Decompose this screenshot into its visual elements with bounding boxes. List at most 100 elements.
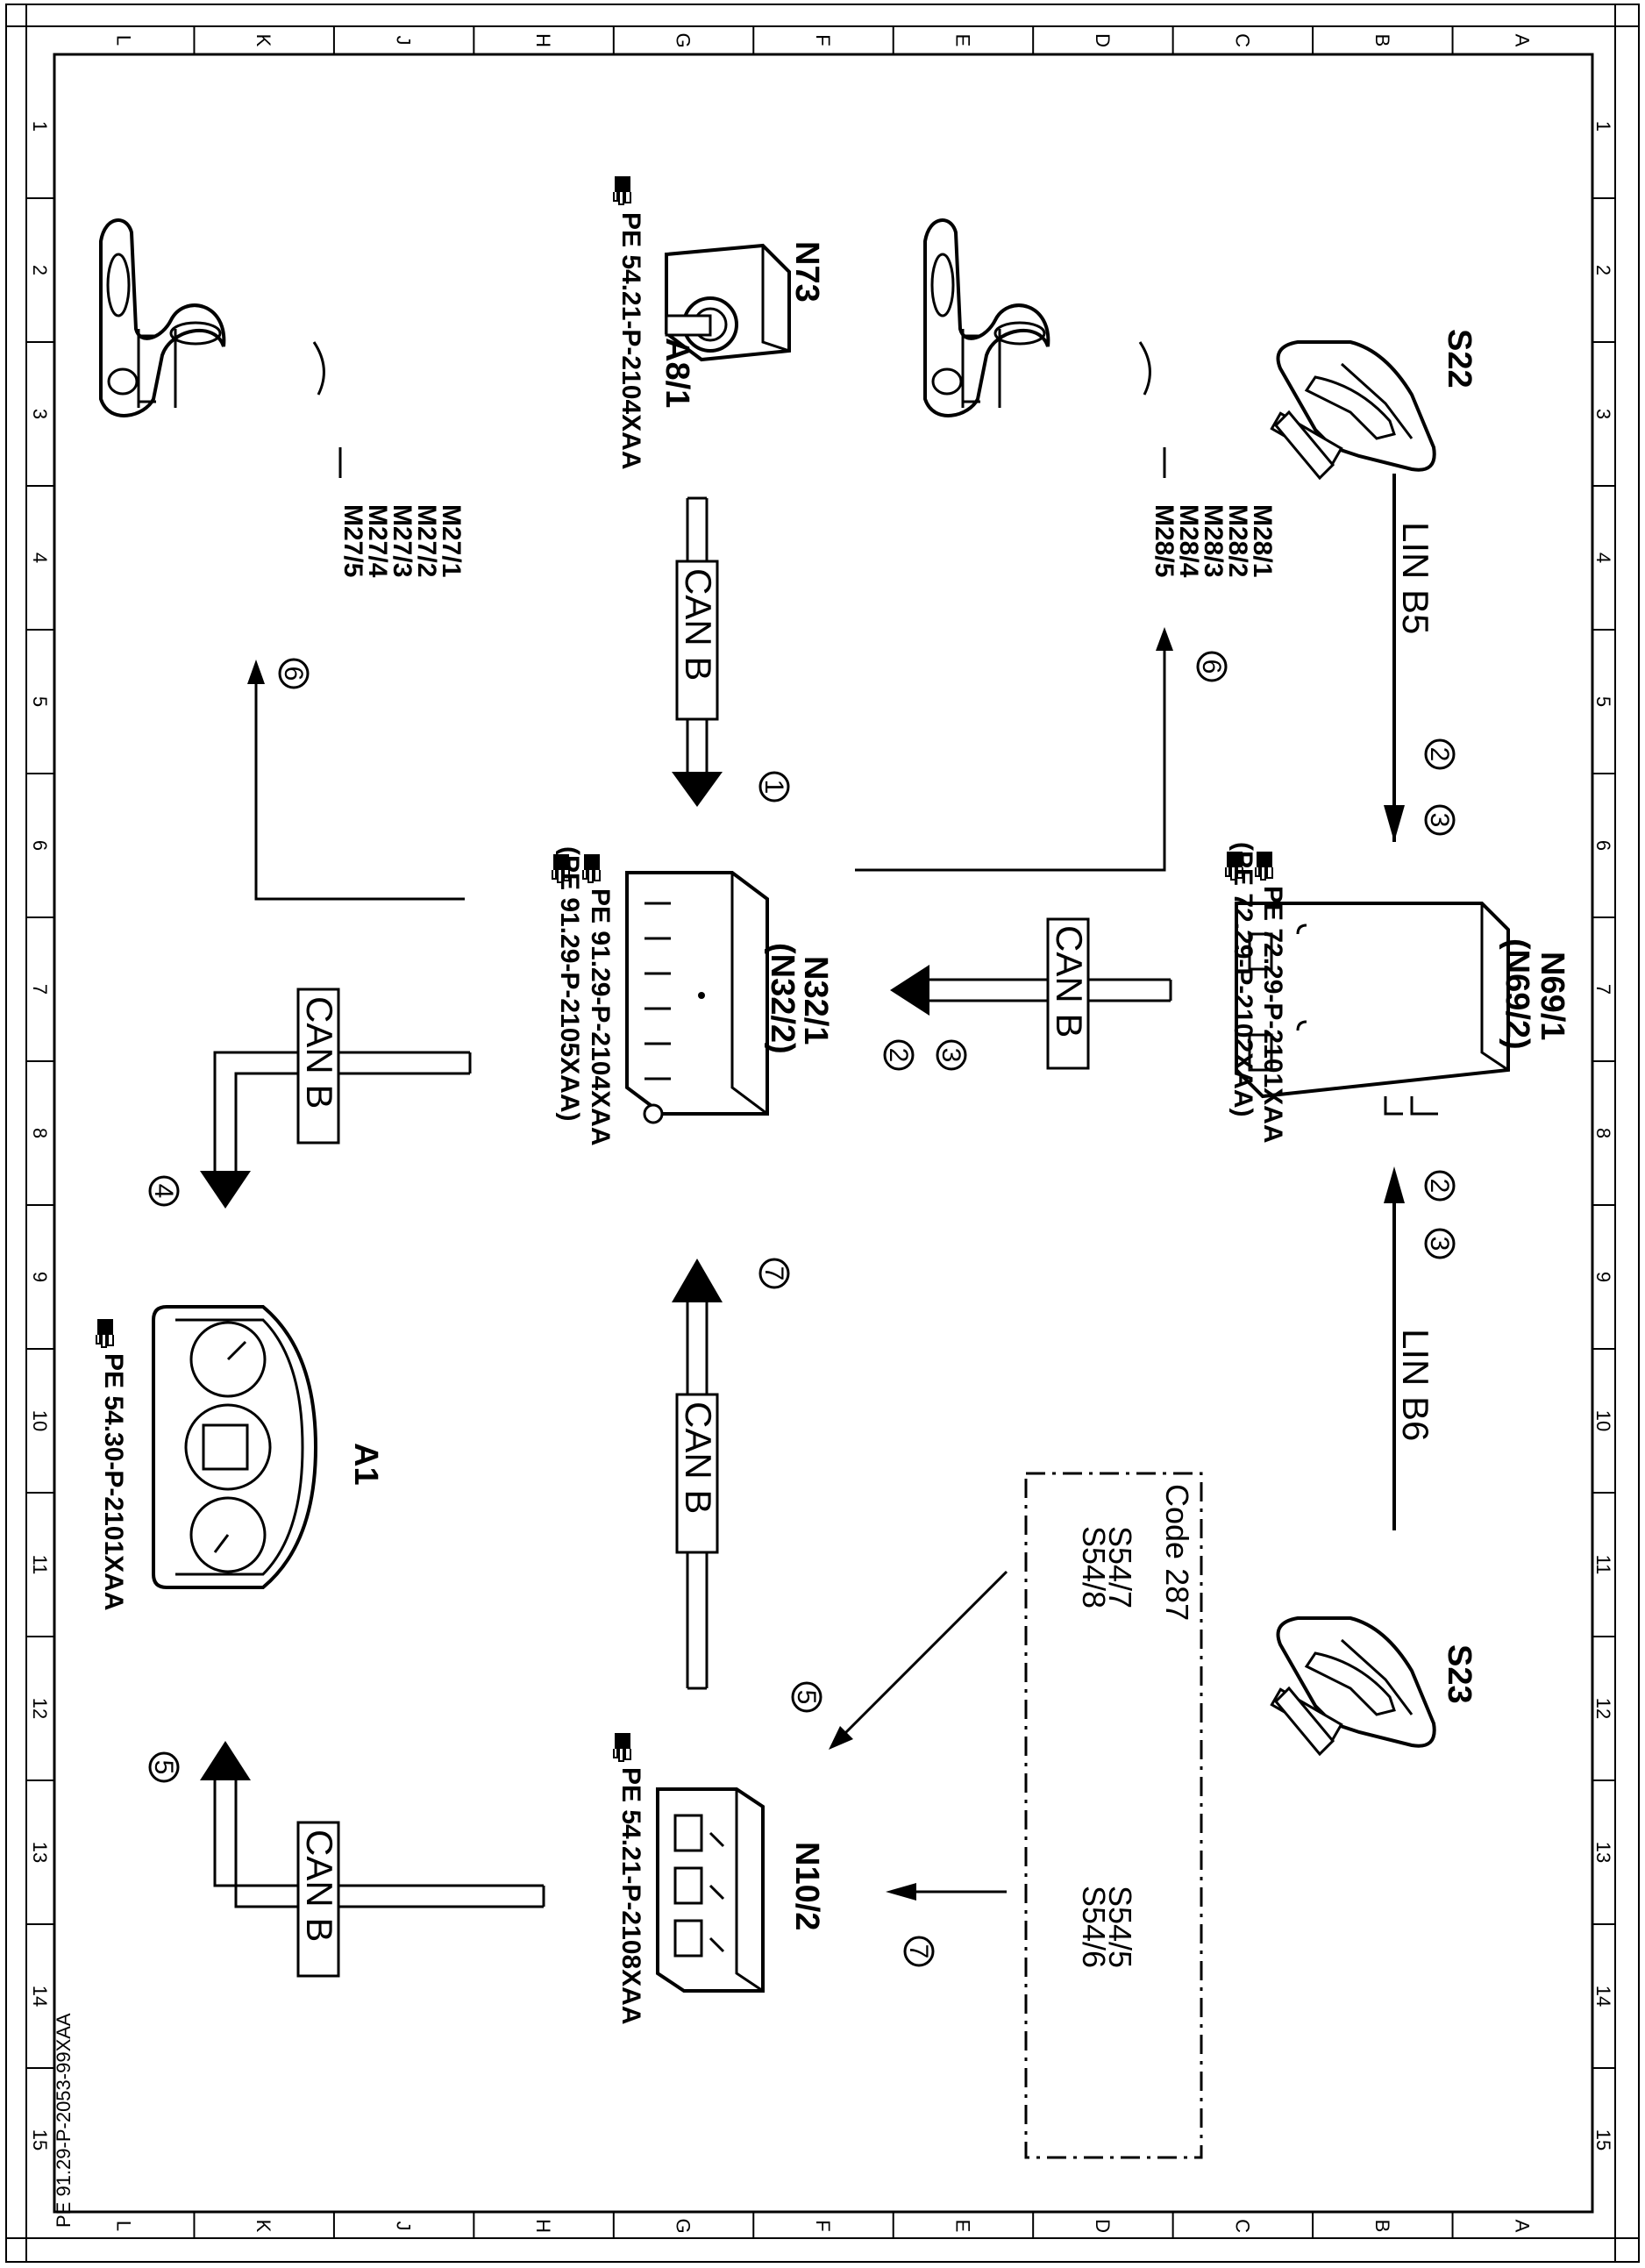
svg-text:N69/1: N69/1 xyxy=(1534,952,1570,1040)
can-b-label-n10-a1: CAN B xyxy=(299,1829,340,1942)
can-b-n10-n32: CAN B xyxy=(672,1259,723,1690)
svg-text:PE 72.29-P-2101XAA: PE 72.29-P-2101XAA xyxy=(1258,886,1287,1144)
svg-text:(PE 91.29-P-2105XAA): (PE 91.29-P-2105XAA) xyxy=(555,846,584,1121)
column-label: F xyxy=(812,34,834,46)
row-label: 15 xyxy=(29,2129,51,2150)
svg-text:(PE 72.29-P-2102XAA): (PE 72.29-P-2102XAA) xyxy=(1228,842,1257,1116)
row-label: 14 xyxy=(29,1986,51,2007)
can-b-label-a1: CAN B xyxy=(299,996,340,1109)
svg-text:(N32/2): (N32/2) xyxy=(764,943,801,1054)
a1-label: A1 xyxy=(347,1443,384,1486)
a8-label: A8/1 xyxy=(659,338,695,408)
can-b-top: CAN B xyxy=(672,496,723,807)
svg-text:M27/3: M27/3 xyxy=(388,504,417,577)
column-label: H xyxy=(532,33,554,47)
m28-labels: M28/1 M28/2 M28/3 M28/4 M28/5 xyxy=(1150,504,1277,578)
hand-pointer-icon xyxy=(96,1318,114,1348)
row-label: 4 xyxy=(1592,553,1614,563)
lin-b5-arrowhead xyxy=(1384,805,1405,842)
callout-6-m27: 6 xyxy=(278,658,310,689)
code-287-group2: S54/5 S54/6 xyxy=(1076,1886,1138,1968)
column-label: E xyxy=(951,34,973,47)
column-label: J xyxy=(393,36,415,46)
column-label: K xyxy=(253,34,274,47)
m28-feed-line xyxy=(855,645,1166,872)
svg-text:S54/6: S54/6 xyxy=(1076,1886,1112,1968)
svg-text:4: 4 xyxy=(149,1184,178,1199)
document-number: PE 91.29-P-2053-99XAA xyxy=(53,2013,75,2228)
row-label: 1 xyxy=(1592,121,1614,132)
row-label: 1 xyxy=(29,121,51,132)
svg-text:7: 7 xyxy=(759,1266,788,1281)
row-label: 2 xyxy=(1592,265,1614,275)
code-287-arrow-5 xyxy=(831,1570,1008,1747)
row-label: 13 xyxy=(29,1842,51,1863)
column-label: G xyxy=(673,32,694,47)
instrument-cluster-icon xyxy=(152,1305,318,1589)
row-label: 2 xyxy=(29,265,51,275)
svg-text:M28/2: M28/2 xyxy=(1223,504,1252,577)
can-b-label-n10: CAN B xyxy=(678,1401,719,1514)
seat-motor-icon xyxy=(923,218,1050,417)
svg-text:PE 91.29-P-2104XAA: PE 91.29-P-2104XAA xyxy=(586,888,615,1146)
column-label: J xyxy=(393,2222,415,2231)
svg-text:6: 6 xyxy=(279,667,308,681)
m27-motor-arrows xyxy=(137,329,342,478)
callout-1: 1 xyxy=(758,771,790,802)
m28-feed-arrowhead xyxy=(1156,627,1173,651)
column-label: E xyxy=(951,2220,973,2233)
row-label: 10 xyxy=(1592,1410,1614,1431)
n10-label: N10/2 xyxy=(788,1842,825,1930)
callout-2-lin-b6: 2 xyxy=(1424,1170,1456,1202)
svg-text:7: 7 xyxy=(904,1944,933,1959)
row-label: 11 xyxy=(1592,1555,1614,1575)
svg-text:M27/2: M27/2 xyxy=(412,504,441,577)
seat-motor-icon xyxy=(99,218,226,417)
column-label: L xyxy=(113,35,135,46)
svg-text:2: 2 xyxy=(884,1048,913,1063)
can-b-n69-n32: CAN B xyxy=(890,917,1172,1070)
callout-6-m28: 6 xyxy=(1196,651,1228,682)
hand-pointer-icon xyxy=(613,175,631,205)
row-label: 3 xyxy=(29,409,51,419)
a1-ref: PE 54.30-P-2101XAA xyxy=(99,1353,128,1611)
lin-b6-label: LIN B6 xyxy=(1395,1329,1436,1441)
drawing-border xyxy=(5,4,1640,2263)
column-label: C xyxy=(1231,33,1253,47)
control-unit-icon xyxy=(625,871,769,1124)
column-label: D xyxy=(1092,33,1114,47)
row-label: 9 xyxy=(1592,1272,1614,1282)
column-label: G xyxy=(673,2218,694,2233)
svg-text:S54/5: S54/5 xyxy=(1102,1886,1138,1968)
lin-b6-arrowhead xyxy=(1384,1166,1405,1203)
column-label: L xyxy=(113,2221,135,2231)
s22-label: S22 xyxy=(1441,329,1478,389)
row-label: 12 xyxy=(29,1698,51,1719)
row-label: 12 xyxy=(1592,1698,1614,1719)
n32-labels: N32/1 (N32/2) xyxy=(764,943,834,1054)
callout-3-lin-b6: 3 xyxy=(1424,1228,1456,1259)
n73-label: N73 xyxy=(788,241,825,303)
svg-text:M28/3: M28/3 xyxy=(1199,504,1228,577)
code-287-group1: S54/7 S54/8 xyxy=(1076,1526,1138,1608)
m28-motor-arrows xyxy=(961,329,1166,478)
callout-5-n10: 5 xyxy=(791,1681,822,1713)
column-label: K xyxy=(253,2220,274,2233)
s23-label: S23 xyxy=(1441,1644,1478,1704)
callout-5-a1: 5 xyxy=(148,1751,180,1783)
lin-b5-label: LIN B5 xyxy=(1395,522,1436,634)
svg-text:3: 3 xyxy=(936,1048,965,1063)
m27-feed-arrowhead xyxy=(247,660,265,684)
svg-text:M27/5: M27/5 xyxy=(338,504,367,577)
callout-7-n32: 7 xyxy=(758,1258,790,1289)
hand-pointer-icon xyxy=(582,853,601,883)
row-label: 7 xyxy=(1592,984,1614,995)
n69-refs: PE 72.29-P-2101XAA (PE 72.29-P-2102XAA) xyxy=(1228,842,1287,1144)
column-label: B xyxy=(1371,2220,1393,2233)
row-label: 8 xyxy=(1592,1128,1614,1138)
svg-text:5: 5 xyxy=(792,1690,821,1705)
can-b-label-top: CAN B xyxy=(678,568,719,681)
row-ticks xyxy=(26,197,1615,2069)
